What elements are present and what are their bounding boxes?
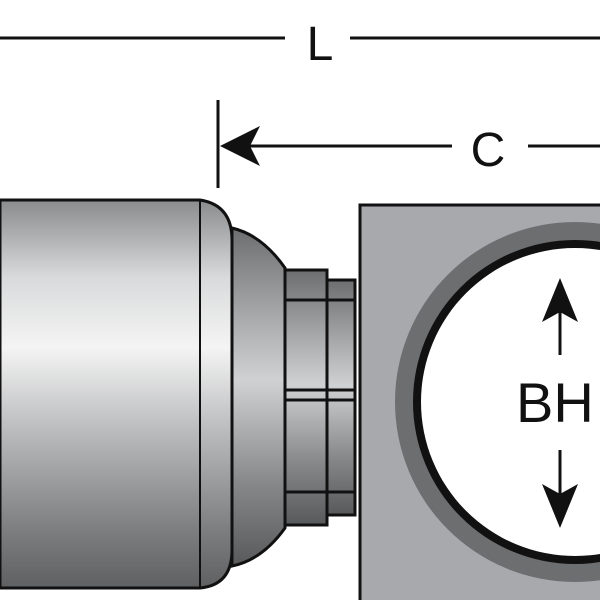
dimension-l-label: L <box>307 18 334 71</box>
ferrule-shell <box>0 198 234 590</box>
taper-section <box>230 226 287 568</box>
dimension-bh: BH <box>516 278 594 528</box>
dimension-c-label: C <box>471 124 506 177</box>
port-bore <box>421 248 600 556</box>
dimension-bh-label: BH <box>516 371 594 434</box>
arrowhead-down-icon <box>542 484 578 528</box>
dimension-l: L <box>0 18 600 71</box>
hex-nut <box>283 268 357 527</box>
dimension-c: C <box>216 100 600 188</box>
arrowhead-up-icon <box>542 278 578 322</box>
arrowhead-left-icon <box>220 126 260 166</box>
